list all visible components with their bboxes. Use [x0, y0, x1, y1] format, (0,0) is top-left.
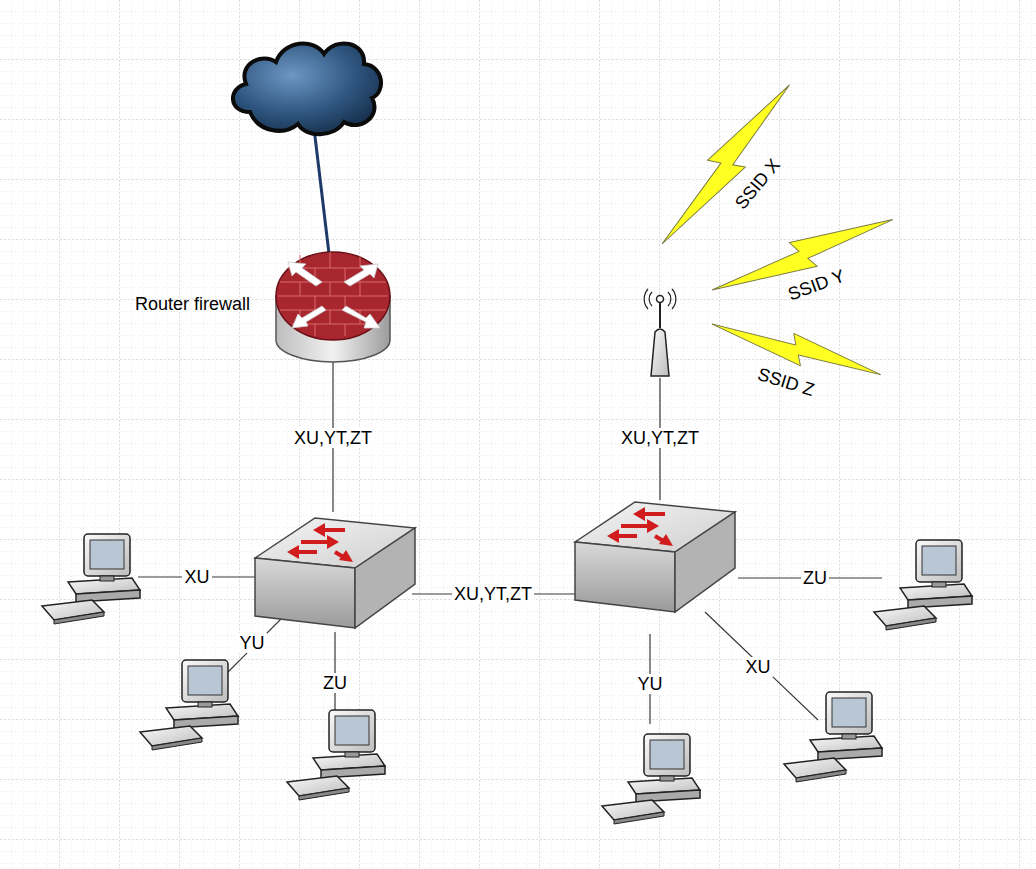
- wireless-signal: [649, 75, 899, 389]
- vlan-label: XU: [182, 567, 211, 587]
- switch-icon: [575, 502, 735, 612]
- vlan-label: YU: [635, 674, 664, 694]
- cloud: [233, 43, 381, 134]
- vlan-label: ZU: [321, 673, 349, 693]
- router-label: Router firewall: [135, 294, 250, 315]
- vlan-label: XU,YT,ZT: [619, 428, 701, 448]
- vlan-label: YU: [237, 633, 266, 653]
- vlan-label: ZU: [801, 568, 829, 588]
- device-label: Router firewall: [135, 294, 250, 315]
- vlan-label: XU: [743, 657, 772, 677]
- vlan-label: XU,YT,ZT: [292, 428, 374, 448]
- switch-icon: [255, 518, 415, 628]
- vlan-label: XU,YT,ZT: [452, 584, 534, 604]
- access-point-icon: [644, 289, 676, 376]
- router-firewall-icon: [276, 252, 390, 362]
- pc-icon: [42, 534, 972, 824]
